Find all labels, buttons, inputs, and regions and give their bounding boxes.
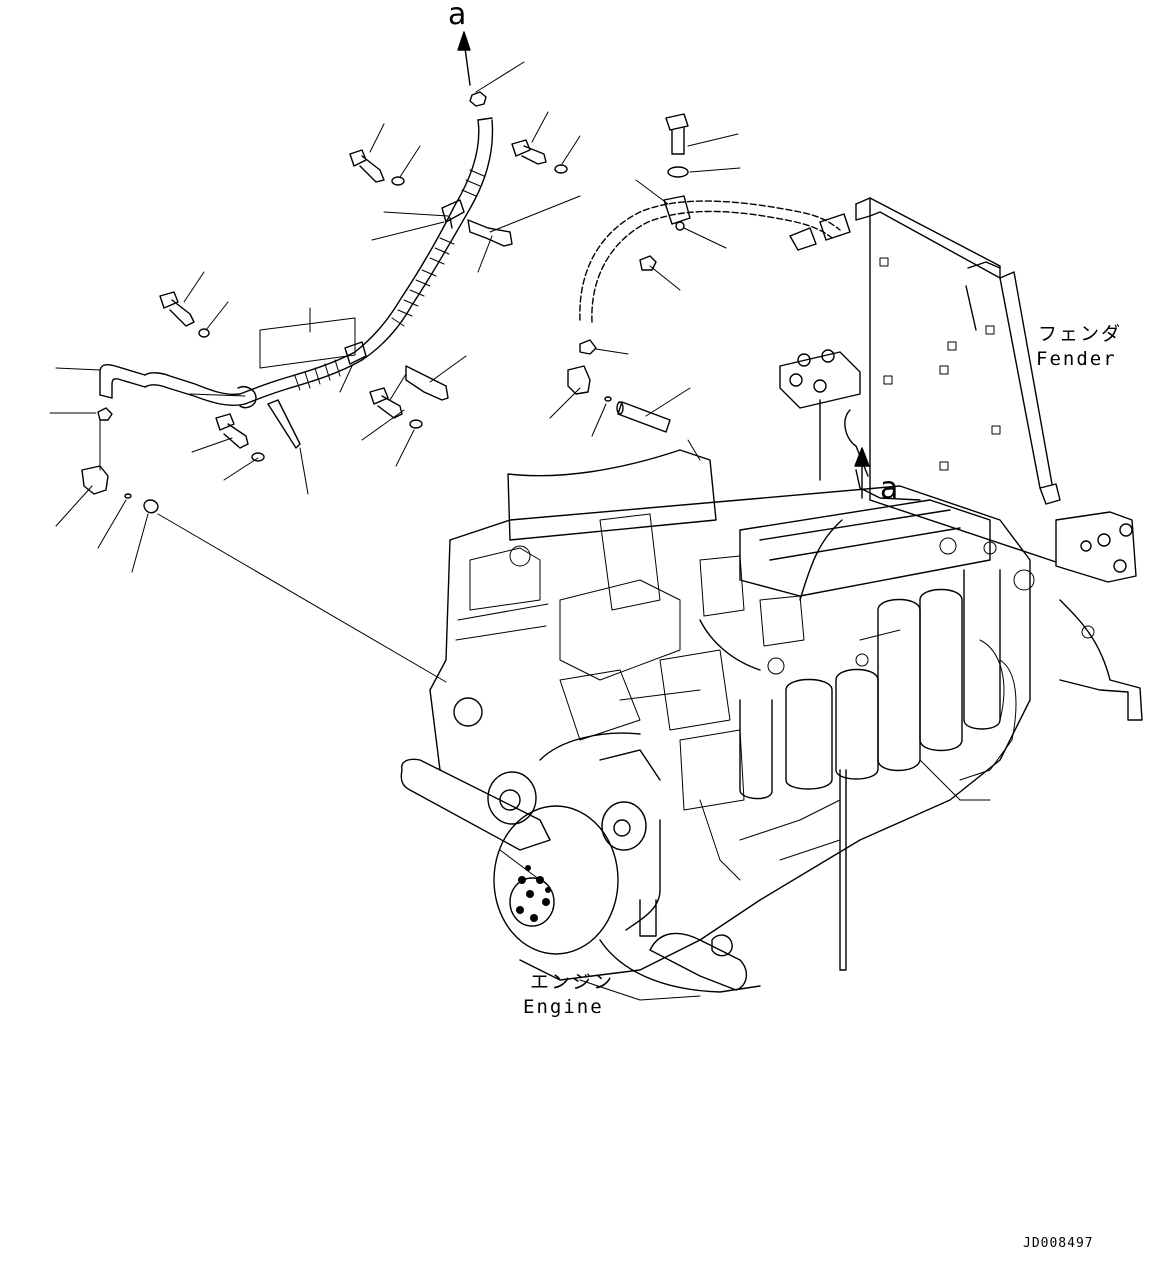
fender-label-ja: フェンダ: [1038, 323, 1123, 345]
drawing-code: JD008497: [1023, 1236, 1094, 1251]
arrow-label-top: a: [448, 0, 467, 32]
engine-drawing: [400, 449, 1035, 1001]
engine-label-ja: エンジン: [530, 971, 615, 993]
left-hose-assembly: [49, 31, 581, 683]
fender-structure: [779, 197, 1143, 721]
engine-label-en: Engine: [523, 996, 604, 1018]
fender-label-en: Fender: [1036, 348, 1117, 370]
middle-hose-assembly: [549, 113, 851, 437]
arrow-label-right: a: [880, 471, 899, 506]
